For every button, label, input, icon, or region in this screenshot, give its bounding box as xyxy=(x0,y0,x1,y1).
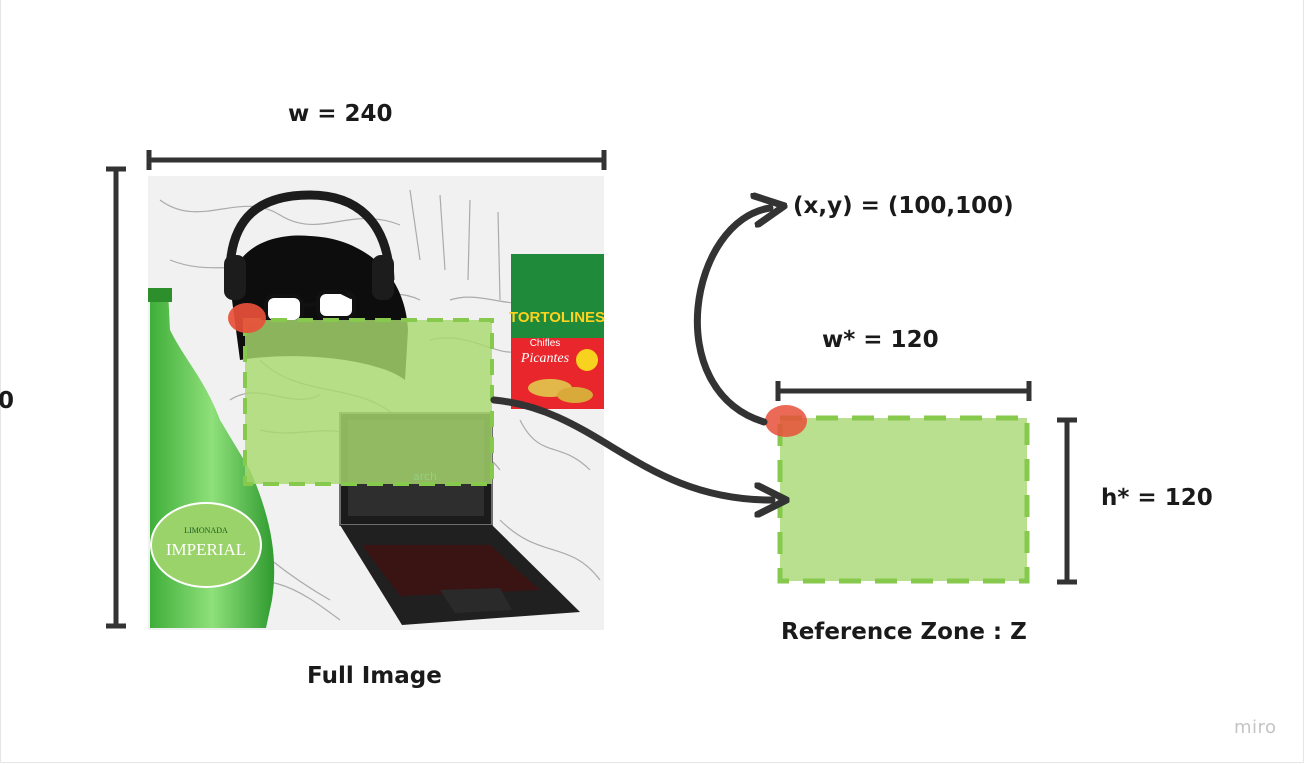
reference-zone-caption: Reference Zone : Z xyxy=(781,619,1027,645)
full-image: TORTOLINES Chifles Picantes LIMONADA IMP… xyxy=(148,176,605,630)
full-height-dimension xyxy=(106,166,126,629)
green-bottle: LIMONADA IMPERIAL xyxy=(148,288,275,628)
arrow-to-coordinates xyxy=(693,208,770,426)
zone-width-label: w* = 120 xyxy=(822,327,939,353)
bottle-brand-text: IMPERIAL xyxy=(166,540,246,559)
reference-zone-box xyxy=(777,415,1030,584)
arrow-to-reference-zone xyxy=(490,396,772,500)
snack-bag: TORTOLINES Chifles Picantes xyxy=(509,254,605,409)
miro-watermark: miro xyxy=(1234,717,1277,738)
zone-height-dimension xyxy=(1057,417,1077,585)
full-width-dimension xyxy=(146,150,607,170)
snack-flavor-1-text: Chifles xyxy=(530,338,561,349)
coordinates-label: (x,y) = (100,100) xyxy=(793,193,1014,219)
snack-flavor-2-text: Picantes xyxy=(520,351,570,366)
headphones xyxy=(225,190,395,281)
zone-width-dimension xyxy=(775,381,1032,401)
full-image-caption: Full Image xyxy=(307,663,442,689)
bottle-sub-text: LIMONADA xyxy=(184,526,228,535)
origin-marker xyxy=(228,303,266,333)
zone-origin-marker xyxy=(765,405,807,437)
full-width-label: w = 240 xyxy=(288,101,393,127)
overlay-zone xyxy=(243,318,494,486)
snack-brand-text: TORTOLINES xyxy=(509,309,605,326)
zone-height-label: h* = 120 xyxy=(1101,485,1213,511)
full-height-label: 0 xyxy=(0,388,15,414)
